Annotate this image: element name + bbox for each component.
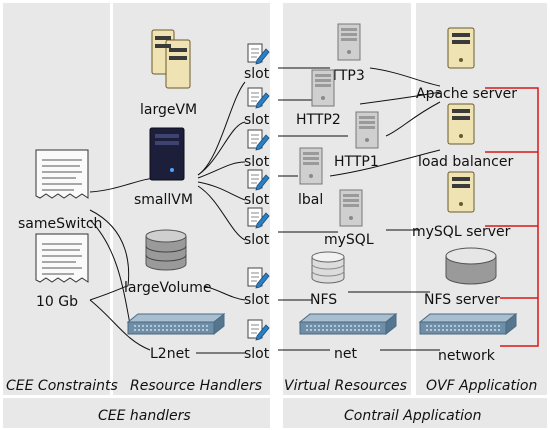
panel-ovf-application: [416, 3, 547, 395]
mysql-tower-icon: [339, 189, 363, 227]
mysql-server-label: mySQL server: [412, 224, 511, 240]
slot-label: slot: [244, 192, 270, 208]
same-switch-document-icon: [35, 149, 89, 199]
lbal-tower-icon: [299, 147, 323, 185]
panel-contrail-application: [283, 398, 547, 428]
nfs-database-icon: [311, 251, 345, 284]
slot-label: slot: [244, 346, 270, 362]
dark-server-icon: [149, 127, 185, 181]
large-volume-label: largeVolume: [124, 280, 212, 296]
load-balancer-label: load balancer: [418, 154, 513, 170]
nfs-server-label: NFS server: [424, 292, 500, 308]
column-label-ovf-application: OVF Application: [426, 378, 537, 394]
net-label: net: [334, 346, 357, 362]
nfs-label: NFS: [310, 292, 337, 308]
http2-tower-icon: [311, 69, 335, 107]
panel-cee-constraints: [3, 3, 110, 395]
slot-label: slot: [244, 232, 270, 248]
http1-label: HTTP1: [334, 154, 379, 170]
small-vm-label: smallVM: [134, 192, 193, 208]
l2net-switch-icon: [127, 313, 225, 335]
storage-disk-icon: [445, 247, 497, 285]
group-label-contrail-application: Contrail Application: [344, 408, 482, 424]
group-label-cee-handlers: CEE handlers: [98, 408, 191, 424]
slot-label: slot: [244, 112, 270, 128]
apache-server-label: Apache server: [416, 86, 517, 102]
bandwidth-label: 10 Gb: [36, 294, 78, 310]
same-switch-label: sameSwitch: [18, 216, 102, 232]
column-label-resource-handlers: Resource Handlers: [130, 378, 262, 394]
slot-label: slot: [244, 66, 270, 82]
http3-tower-icon: [337, 23, 361, 61]
column-label-cee-constraints: CEE Constraints: [6, 378, 118, 394]
slot-label: slot: [244, 154, 270, 170]
network-label: network: [438, 348, 496, 364]
net-switch-icon: [299, 313, 397, 335]
slot-label: slot: [244, 292, 270, 308]
mysql-label: mySQL: [324, 232, 374, 248]
server-pair-icon: [151, 29, 191, 89]
l2net-label: L2net: [150, 346, 190, 362]
bandwidth-document-icon: [35, 233, 89, 283]
column-label-virtual-resources: Virtual Resources: [284, 378, 407, 394]
network-switch-icon: [419, 313, 517, 335]
lbal-label: lbal: [298, 192, 323, 208]
network-links: [485, 87, 539, 347]
apache-server-tower-icon: [447, 27, 475, 69]
load-balancer-tower-icon: [447, 103, 475, 145]
http1-tower-icon: [355, 111, 379, 149]
http2-label: HTTP2: [296, 112, 341, 128]
large-volume-database-icon: [145, 229, 187, 271]
large-vm-label: largeVM: [140, 102, 197, 118]
mysql-server-tower-icon: [447, 171, 475, 213]
connector-lines: [89, 67, 441, 354]
panel-cee-handlers: [3, 398, 270, 428]
